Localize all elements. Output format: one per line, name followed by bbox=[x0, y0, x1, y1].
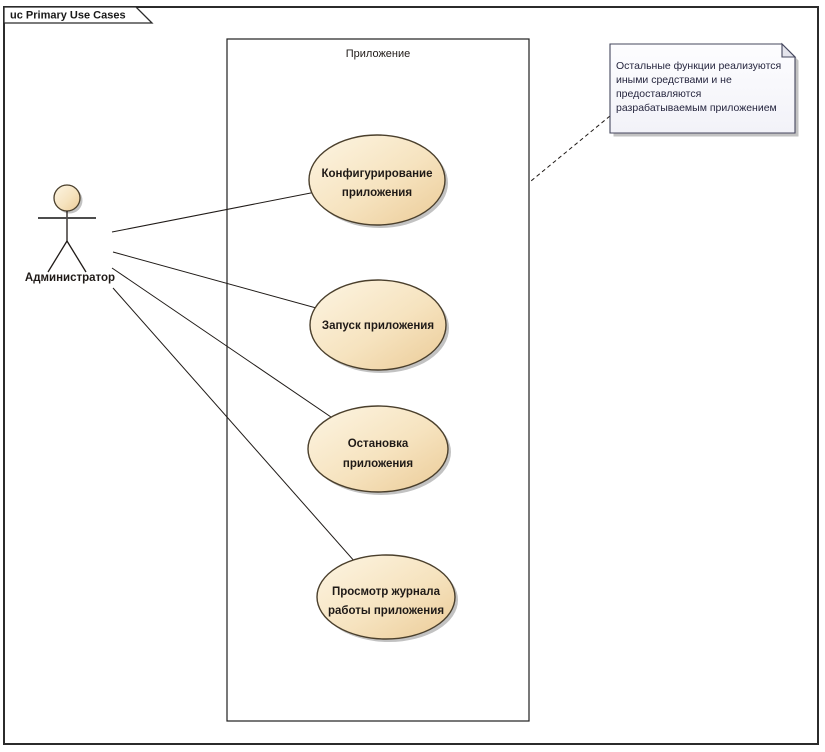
note[interactable]: Остальные функции реализуются иными сред… bbox=[609, 42, 799, 137]
use-case-label-line: приложения bbox=[342, 187, 412, 199]
use-case-configure-app[interactable]: Конфигурирование приложения bbox=[308, 134, 448, 228]
actor-leg-right bbox=[66, 240, 87, 273]
use-case-ellipse[interactable] bbox=[316, 554, 456, 640]
actor-leg-left bbox=[47, 240, 68, 273]
actor-administrator[interactable]: Администратор bbox=[25, 184, 115, 284]
note-fold-corner-icon bbox=[781, 42, 797, 58]
use-case-label-line: Конфигурирование bbox=[321, 168, 432, 180]
note-text-line: разрабатываемым приложением bbox=[616, 102, 777, 114]
note-text-line: предоставляются bbox=[616, 88, 701, 100]
system-boundary-label: Приложение bbox=[346, 48, 411, 60]
use-case-ellipse[interactable] bbox=[309, 279, 447, 371]
frame-tab bbox=[3, 6, 154, 24]
use-case-label-line: приложения bbox=[343, 458, 413, 470]
use-case-label-line: работы приложения bbox=[328, 605, 444, 617]
use-case-ellipse[interactable] bbox=[307, 405, 449, 493]
frame-title: uc Primary Use Cases bbox=[10, 10, 126, 22]
note-body[interactable] bbox=[609, 43, 796, 134]
use-case-label-line: Запуск приложения bbox=[322, 320, 434, 332]
use-case-label-line: Просмотр журнала bbox=[332, 586, 441, 598]
actor-label: Администратор bbox=[25, 272, 115, 284]
actor-head[interactable] bbox=[53, 184, 81, 212]
note-text-line: Остальные функции реализуются bbox=[616, 60, 781, 72]
use-case-label-line: Остановка bbox=[348, 438, 409, 450]
use-case-stop-app[interactable]: Остановка приложения bbox=[307, 405, 451, 495]
association-view-log[interactable] bbox=[112, 287, 387, 598]
note-text-line: иными средствами и не bbox=[616, 74, 732, 86]
use-case-view-log[interactable]: Просмотр журнала работы приложения bbox=[316, 554, 458, 642]
use-case-start-app[interactable]: Запуск приложения bbox=[309, 279, 449, 373]
use-case-ellipse[interactable] bbox=[308, 134, 446, 226]
note-link-dashed-line[interactable] bbox=[530, 115, 611, 182]
